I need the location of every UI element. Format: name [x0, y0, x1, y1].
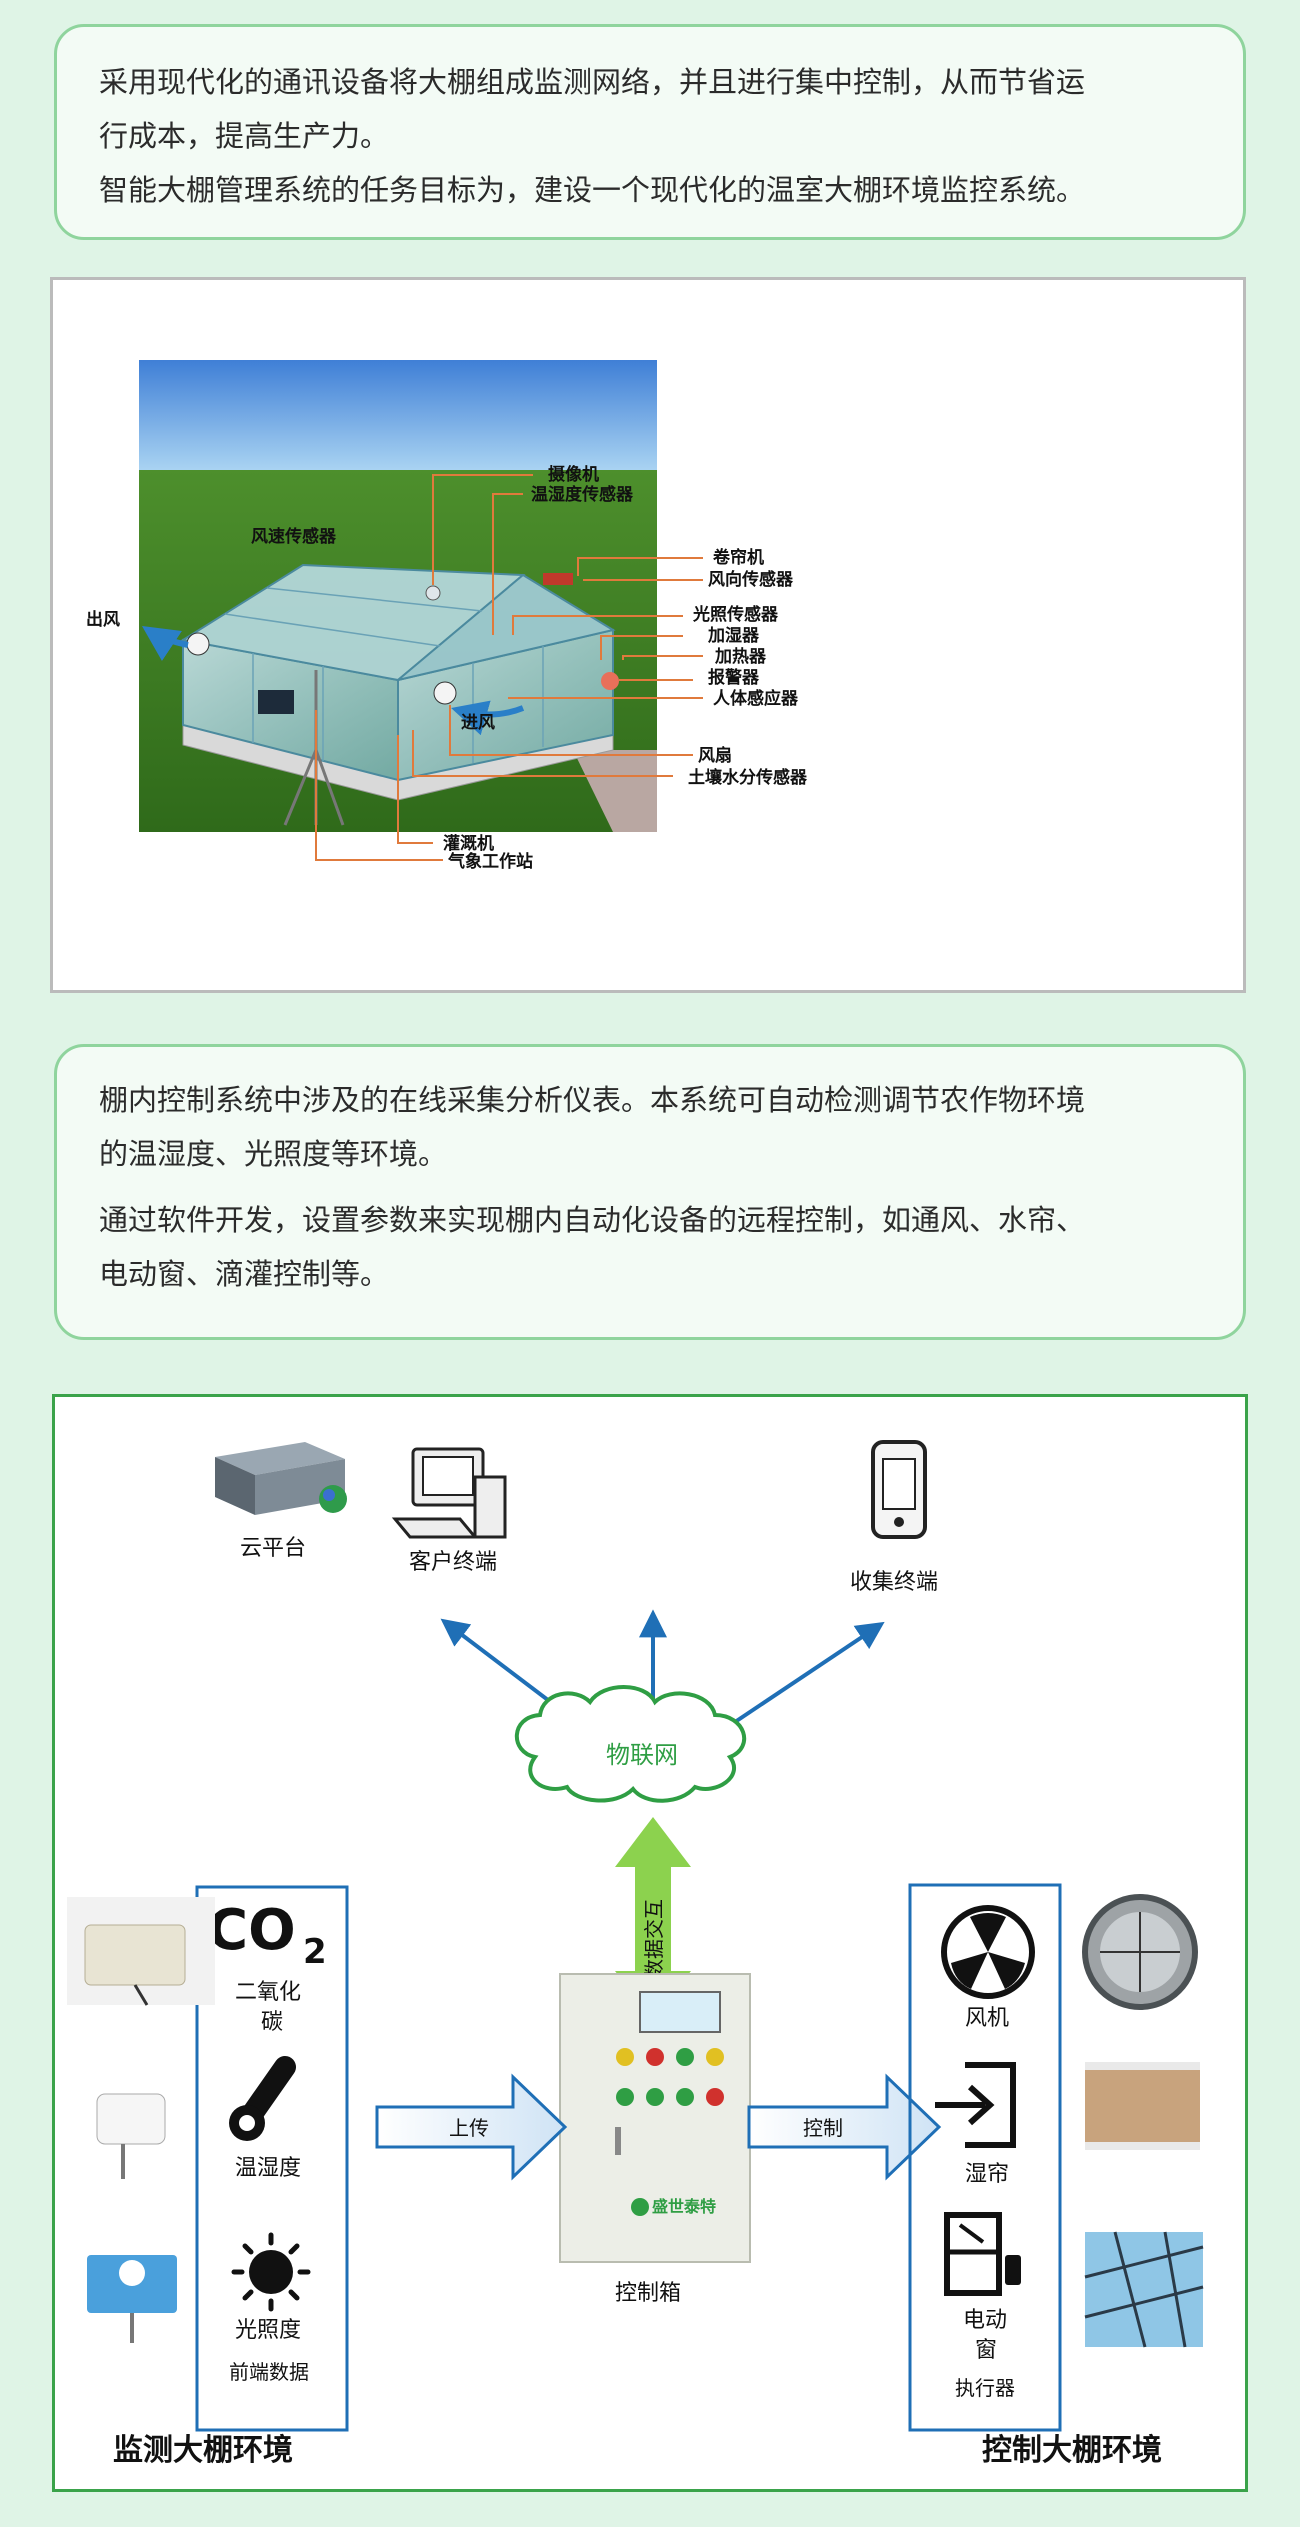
path	[573, 750, 657, 832]
iot-label: 物联网	[606, 1741, 678, 1769]
system-diagram: 云平台 客户终端 收集终端 物联网 数据交互	[52, 1394, 1248, 2492]
iot-cloud	[514, 1685, 747, 1803]
glass-roof-photo	[1084, 2231, 1204, 2348]
wet-curtain-label: 湿帘	[965, 2162, 1009, 2187]
intro-card: 采用现代化的通讯设备将大棚组成监测网络，并且进行集中控制，从而节省运 行成本，提…	[54, 24, 1246, 240]
control-box-icon	[559, 1973, 751, 2263]
intro-line-2: 行成本，提高生产力。	[99, 119, 390, 153]
control-para1-line1: 棚内控制系统中涉及的在线采集分析仪表。本系统可自动检测调节农作物环境	[99, 1083, 1086, 1117]
intro-line-3: 智能大棚管理系统的任务目标为，建设一个现代化的温室大棚环境监控系统。	[99, 173, 1086, 207]
actuator-label: 执行器	[955, 2376, 1015, 2400]
label-inlet: 进风	[461, 713, 495, 733]
light-sensor-photo	[87, 2255, 177, 2343]
control-arrow	[747, 2073, 942, 2181]
data-exchange-arrow	[615, 1817, 691, 2021]
co2-subscript: 2	[303, 1932, 327, 1972]
upload-arrow	[375, 2073, 568, 2181]
control-description-card: 棚内控制系统中涉及的在线采集分析仪表。本系统可自动检测调节农作物环境 的温湿度、…	[54, 1044, 1246, 1340]
wet-curtain-icon	[935, 2062, 1016, 2148]
label-human-sensor: 人体感应器	[713, 688, 799, 709]
upload-label: 上传	[449, 2116, 489, 2140]
label-light-sensor: 光照传感器	[692, 604, 779, 625]
wet-curtain-photo	[1085, 2062, 1200, 2150]
intro-line-1: 采用现代化的通讯设备将大棚组成监测网络，并且进行集中控制，从而节省运	[99, 65, 1086, 99]
control-para2-line2: 电动窗、滴灌控制等。	[99, 1257, 390, 1291]
label-wind-speed-sensor: 风速传感器	[251, 526, 337, 547]
co2-label-line2: 碳	[261, 2010, 283, 2035]
control-title: 控制大棚环境	[982, 2433, 1162, 2468]
label-wind-direction-sensor: 风向传感器	[708, 569, 794, 590]
control-label: 控制	[803, 2116, 843, 2140]
monitor-box	[195, 1885, 349, 2432]
front-data-label: 前端数据	[229, 2360, 309, 2384]
industrial-fan-photo	[1082, 1894, 1198, 2010]
label-camera: 摄像机	[548, 464, 599, 485]
actuator-box	[908, 1883, 1062, 2432]
label-irrigation: 灌溉机	[443, 833, 494, 854]
electric-window-icon	[944, 2212, 1021, 2296]
co2-label-line1: 二氧化	[235, 1980, 301, 2005]
curtain-roller-icon	[543, 573, 573, 585]
arrow-to-collection	[733, 1621, 885, 1724]
label-heater: 加热器	[714, 646, 767, 667]
control-para2-line1: 通过软件开发，设置参数来实现棚内自动化设备的远程控制，如通风、水帘、	[99, 1203, 1086, 1237]
greenhouse-illustration: 摄像机 温湿度传感器 风速传感器 卷帘机 风向传感器 出风 光照传感器 加湿器 …	[50, 277, 1246, 993]
co2-sensor-photo	[67, 1897, 215, 2006]
sky	[139, 360, 657, 470]
cloud-platform-label: 云平台	[240, 1536, 306, 1561]
temp-humidity-label: 温湿度	[235, 2156, 301, 2181]
label-humidifier: 加湿器	[707, 626, 760, 646]
phone-icon	[871, 1440, 927, 1539]
brand-label: 盛世泰特	[652, 2197, 716, 2216]
label-temp-humidity-sensor: 温湿度传感器	[531, 484, 634, 505]
label-outlet: 出风	[86, 609, 120, 630]
computer-icon	[391, 1447, 507, 1539]
co2-icon: CO	[207, 1898, 296, 1963]
fan-icon	[941, 1905, 1035, 1999]
electric-window-label-line2: 窗	[975, 2338, 997, 2363]
thermometer-icon	[229, 2056, 296, 2141]
server-icon	[215, 1442, 347, 1515]
client-terminal-label: 客户终端	[409, 1550, 497, 1575]
illuminance-label: 光照度	[235, 2318, 301, 2343]
label-weather-station: 气象工作站	[447, 851, 533, 872]
sun-icon	[231, 2232, 311, 2312]
collection-terminal-label: 收集终端	[850, 1570, 938, 1595]
heater-icon	[601, 672, 619, 690]
fan-label: 风机	[965, 2006, 1009, 2031]
inlet-fan-icon	[433, 681, 457, 705]
data-exchange-label: 数据交互	[642, 1899, 666, 1979]
monitor-title: 监测大棚环境	[113, 2433, 293, 2468]
label-soil-moisture-sensor: 土壤水分传感器	[688, 767, 808, 788]
label-alarm: 报警器	[708, 667, 760, 688]
outlet-fan-icon	[186, 632, 210, 656]
solar-panel	[258, 690, 294, 714]
control-box-label: 控制箱	[615, 2281, 681, 2306]
inlet-arrow	[451, 700, 525, 736]
label-fan: 风扇	[698, 745, 732, 766]
camera-icon	[425, 585, 441, 601]
temp-humidity-sensor-photo	[96, 2093, 166, 2179]
outlet-arrow	[142, 626, 189, 661]
electric-window-label-line1: 电动	[963, 2308, 1007, 2333]
label-curtain-roller: 卷帘机	[712, 547, 764, 568]
control-para1-line2: 的温湿度、光照度等环境。	[99, 1137, 448, 1171]
greenhouse-roof-right	[397, 573, 616, 681]
